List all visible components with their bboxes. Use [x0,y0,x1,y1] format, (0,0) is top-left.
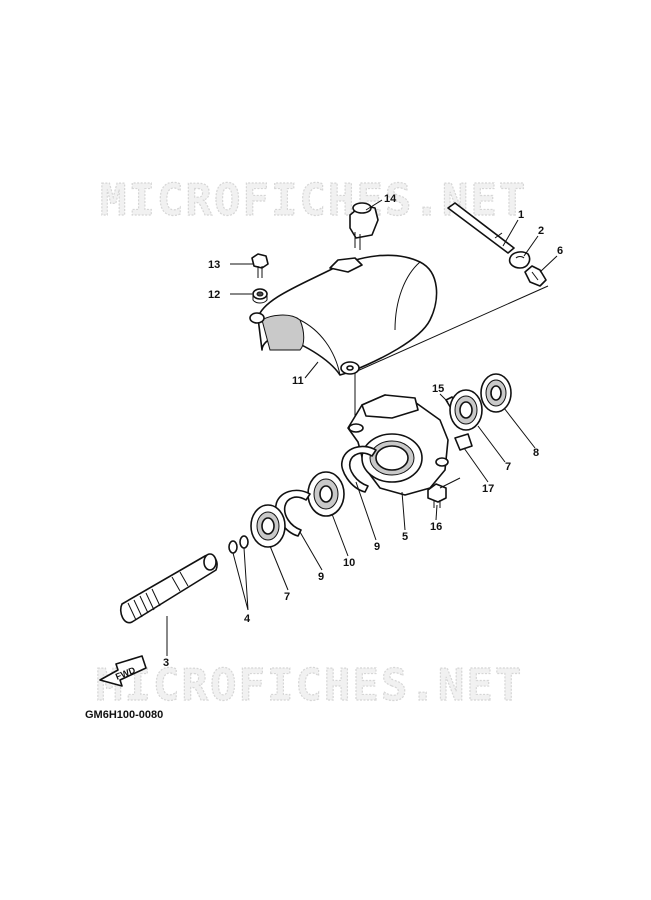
callout-9-upper[interactable]: 9 [374,541,380,553]
callout-3[interactable]: 3 [163,657,169,669]
callout-1[interactable]: 1 [518,209,524,221]
callout-5[interactable]: 5 [402,531,408,543]
callout-4[interactable]: 4 [244,613,251,625]
part-1-pin[interactable] [447,202,515,254]
callout-7-upper[interactable]: 7 [505,461,511,473]
leader-lines [166,199,558,656]
part-12-collar[interactable] [252,288,268,304]
callout-numbers: 1 2 6 14 13 12 11 15 7 8 17 16 5 9 10 9 … [163,193,563,669]
callout-6[interactable]: 6 [557,245,563,257]
part-3-shaft[interactable] [119,553,218,624]
callout-12[interactable]: 12 [208,289,220,301]
callout-17[interactable]: 17 [482,483,494,495]
part-6-fitting[interactable] [524,265,547,287]
callout-16[interactable]: 16 [430,521,442,533]
part-17-plate[interactable] [454,433,473,451]
callout-15[interactable]: 15 [432,383,444,395]
part-10-bearing[interactable] [307,471,345,517]
callout-11[interactable]: 11 [292,375,304,387]
watermark-bottom: MICROFICHES.NET [96,660,523,711]
part-5-housing[interactable] [347,394,449,496]
part-4-o-rings[interactable] [228,535,249,554]
callout-14[interactable]: 14 [384,193,397,205]
callout-7-lower[interactable]: 7 [284,591,290,603]
callout-13[interactable]: 13 [208,259,220,271]
part-9-circlip-upper[interactable] [341,445,377,493]
part-7-bearing-upper[interactable] [449,389,483,431]
part-2-clip[interactable] [508,251,531,269]
part-16-bolt[interactable] [427,483,447,508]
part-14-switch[interactable] [349,202,379,250]
alignment-line [354,285,549,373]
callout-10[interactable]: 10 [343,557,355,569]
part-11-cover[interactable] [249,254,438,376]
callout-9-lower[interactable]: 9 [318,571,324,583]
callout-2[interactable]: 2 [538,225,544,237]
diagram-code: GM6H100-0080 [85,709,163,721]
callout-8[interactable]: 8 [533,447,539,459]
watermark-top: MICROFICHES.NET [100,175,527,226]
part-7-bearing-lower[interactable] [250,504,286,548]
part-8-bearing[interactable] [480,373,512,413]
part-13-bolt[interactable] [251,253,269,278]
